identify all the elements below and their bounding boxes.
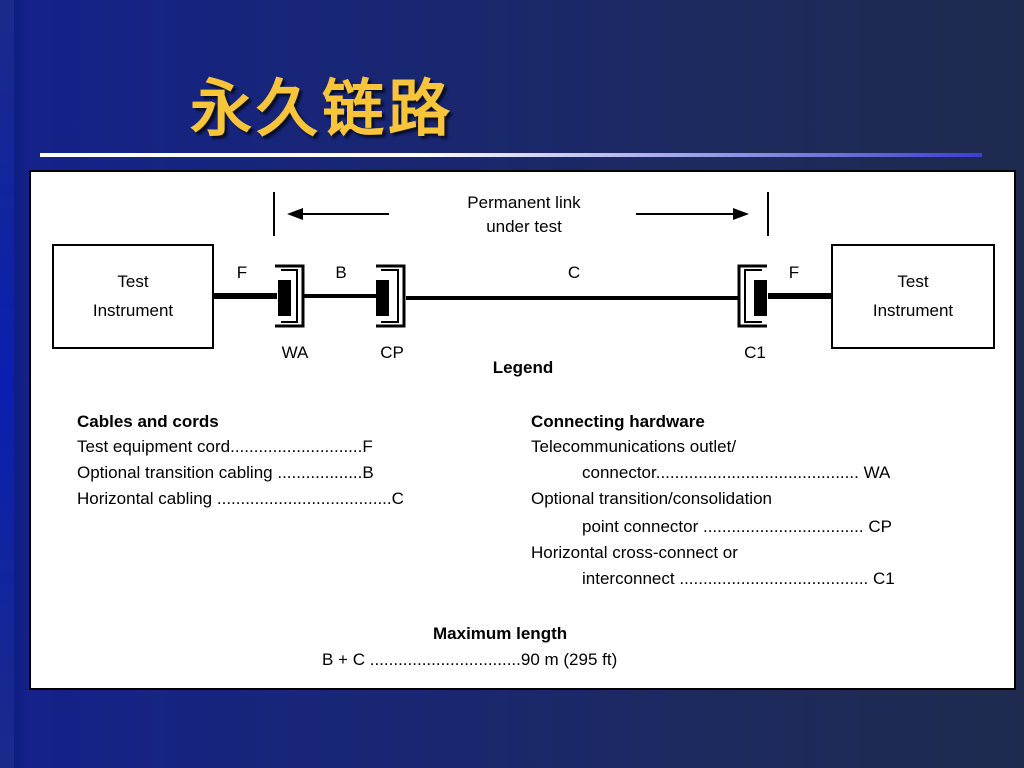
- max-value: 90 m (295 ft): [520, 650, 618, 669]
- segment-label-f-right: F: [789, 263, 799, 282]
- hardware-code: C1: [873, 569, 895, 588]
- segment-label-c: C: [568, 263, 580, 282]
- max-length-heading: Maximum length: [433, 624, 568, 643]
- max-length-row: B + C ................................90…: [322, 650, 617, 670]
- cable-row-f: Test equipment cord.....................…: [77, 437, 373, 457]
- left-box-line1: Test: [117, 272, 148, 291]
- hardware-label: connector: [582, 463, 656, 482]
- connector-label-c1: C1: [744, 343, 766, 362]
- cable-label: Test equipment cord: [77, 437, 231, 456]
- leader-dots: ........................................: [679, 569, 869, 588]
- hardware-row-wa: connector...............................…: [582, 463, 890, 483]
- hardware-1-line1: Telecommunications outlet/: [531, 437, 737, 456]
- hardware-code: CP: [868, 517, 892, 536]
- cable-row-c: Horizontal cabling .....................…: [77, 489, 404, 509]
- segment-label-f-left: F: [237, 263, 247, 282]
- cable-label: Optional transition cabling: [77, 463, 273, 482]
- right-test-instrument-box: [831, 244, 995, 349]
- title-underline: [40, 153, 982, 157]
- segment-label-b: B: [335, 263, 346, 282]
- hardware-label: point connector: [582, 517, 699, 536]
- leader-dots: ........................................…: [655, 463, 859, 482]
- slide-title: 永久链路: [190, 72, 455, 145]
- hardware-row-c1: interconnect ...........................…: [582, 569, 895, 589]
- leader-dots: .....................................: [216, 489, 392, 508]
- leader-dots: ................................: [369, 650, 521, 669]
- max-formula: B + C: [322, 650, 365, 669]
- hardware-row-cp: point connector ........................…: [582, 517, 892, 537]
- wa-connector-icon: [275, 264, 305, 328]
- cables-heading: Cables and cords: [77, 412, 219, 431]
- c1-connector-icon: [737, 264, 767, 328]
- hardware-3-line1: Horizontal cross-connect or: [531, 543, 738, 562]
- cable-code: B: [362, 463, 374, 482]
- hardware-2-line1: Optional transition/consolidation: [531, 489, 772, 508]
- top-label-line1: Permanent link: [467, 193, 581, 212]
- hardware-label: interconnect: [582, 569, 675, 588]
- legend-title: Legend: [493, 358, 553, 377]
- cable-label: Horizontal cabling: [77, 489, 213, 508]
- left-test-instrument-box: [52, 244, 214, 349]
- left-arrowhead-icon: [287, 208, 303, 220]
- right-box-line2: Instrument: [873, 301, 954, 320]
- permanent-link-diagram: Permanent link under test Test Instrumen…: [52, 192, 995, 377]
- leader-dots: ..................: [277, 463, 363, 482]
- leader-dots: ............................: [230, 437, 363, 456]
- cable-row-b: Optional transition cabling ............…: [77, 463, 374, 483]
- hardware-heading: Connecting hardware: [531, 412, 705, 431]
- right-box-line1: Test: [897, 272, 928, 291]
- connector-label-wa: WA: [282, 343, 309, 362]
- cable-code: C: [391, 489, 404, 508]
- cable-code: F: [362, 437, 373, 456]
- slide-left-accent: [0, 0, 14, 768]
- top-label-line2: under test: [486, 217, 562, 236]
- left-box-line2: Instrument: [93, 301, 174, 320]
- leader-dots: ..................................: [702, 517, 864, 536]
- hardware-code: WA: [863, 463, 891, 482]
- connector-label-cp: CP: [380, 343, 404, 362]
- cp-connector-icon: [376, 264, 406, 328]
- right-arrowhead-icon: [733, 208, 749, 220]
- diagram-panel: Permanent link under test Test Instrumen…: [29, 170, 1016, 690]
